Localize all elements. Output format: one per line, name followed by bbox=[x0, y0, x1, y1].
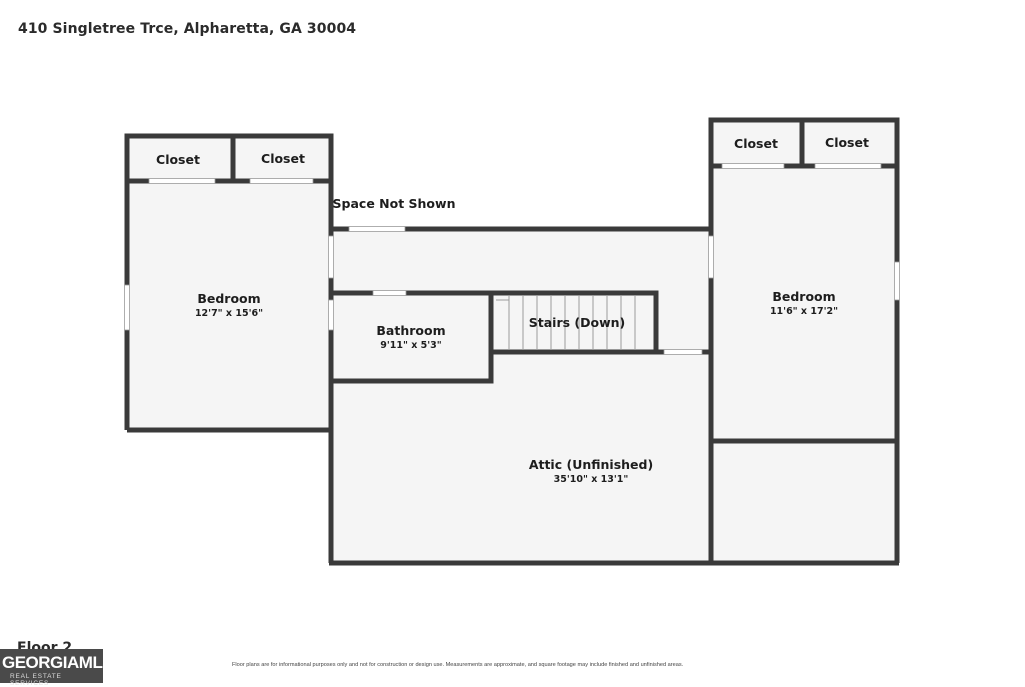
stair-treads bbox=[496, 296, 636, 350]
bedroom-right-dims: 11'6" x 17'2" bbox=[770, 306, 838, 317]
address-title: 410 Singletree Trce, Alpharetta, GA 3000… bbox=[18, 21, 357, 37]
attic-dims: 35'10" x 13'1" bbox=[554, 474, 629, 485]
space-not-shown-label: Space Not Shown bbox=[333, 196, 456, 211]
logo-wordmark: GEORGIAMLS bbox=[2, 653, 114, 672]
stairs-label: Stairs (Down) bbox=[529, 315, 626, 330]
closet-label: Closet bbox=[825, 135, 869, 150]
georgia-mls-logo: GEORGIAMLS REAL ESTATE SERVICES bbox=[0, 649, 114, 687]
closet-label: Closet bbox=[156, 152, 200, 167]
bedroom-left-dims: 12'7" x 15'6" bbox=[195, 308, 263, 319]
openings bbox=[124, 163, 900, 355]
closet-label: Closet bbox=[261, 151, 305, 166]
floor-fills bbox=[129, 121, 898, 563]
closet-label: Closet bbox=[734, 136, 778, 151]
bedroom-right-label: Bedroom bbox=[772, 289, 835, 304]
attic-label: Attic (Unfinished) bbox=[529, 457, 653, 472]
disclaimer-text: Floor plans are for informational purpos… bbox=[232, 662, 684, 668]
bedroom-left-label: Bedroom bbox=[197, 291, 260, 306]
bathroom-dims: 9'11" x 5'3" bbox=[380, 340, 442, 351]
logo-tagline: REAL ESTATE SERVICES bbox=[10, 673, 62, 687]
bathroom-label: Bathroom bbox=[376, 323, 445, 338]
